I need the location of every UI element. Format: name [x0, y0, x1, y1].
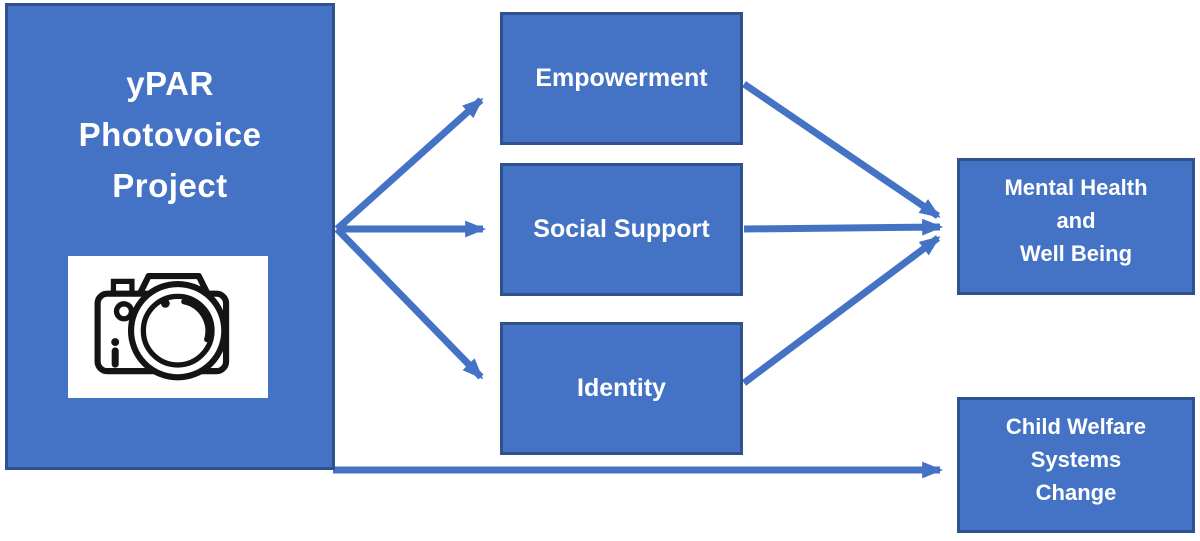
child-welfare-label-line-1: Child Welfare: [1005, 414, 1147, 439]
source-title-line-1: yPAR: [126, 65, 214, 102]
source-node-title: yPAR Photovoice Project: [79, 58, 262, 211]
node-identity-label: Identity: [577, 374, 666, 402]
node-ypar-photovoice-project: yPAR Photovoice Project: [5, 3, 335, 470]
mental-health-label-line-3: Well Being: [1019, 241, 1133, 266]
node-mental-health-well-being: Mental Health and Well Being: [957, 158, 1195, 295]
mental-health-label-line-1: Mental Health: [1004, 175, 1148, 200]
arrow-social-support-to-mental-health: [743, 218, 944, 236]
camera-image-panel: [68, 256, 268, 398]
node-empowerment: Empowerment: [500, 12, 743, 145]
source-title-line-3: Project: [112, 167, 228, 204]
node-social-support: Social Support: [500, 163, 743, 296]
mental-health-label-line-2: and: [1056, 208, 1096, 233]
arrow-identity-to-mental-health: [741, 235, 941, 386]
node-empowerment-label: Empowerment: [535, 64, 708, 92]
arrow-empowerment-to-mental-health: [742, 81, 941, 219]
source-title-line-2: Photovoice: [78, 116, 262, 153]
child-welfare-label-line-3: Change: [1035, 480, 1117, 505]
arrow-source-to-empowerment: [334, 97, 484, 232]
node-social-support-label: Social Support: [533, 215, 710, 243]
arrow-source-to-identity: [334, 226, 484, 380]
child-welfare-label-line-2: Systems: [1030, 447, 1122, 472]
node-child-welfare-systems-change: Child Welfare Systems Change: [957, 397, 1195, 533]
node-identity: Identity: [500, 322, 743, 455]
camera-icon: [80, 262, 256, 392]
